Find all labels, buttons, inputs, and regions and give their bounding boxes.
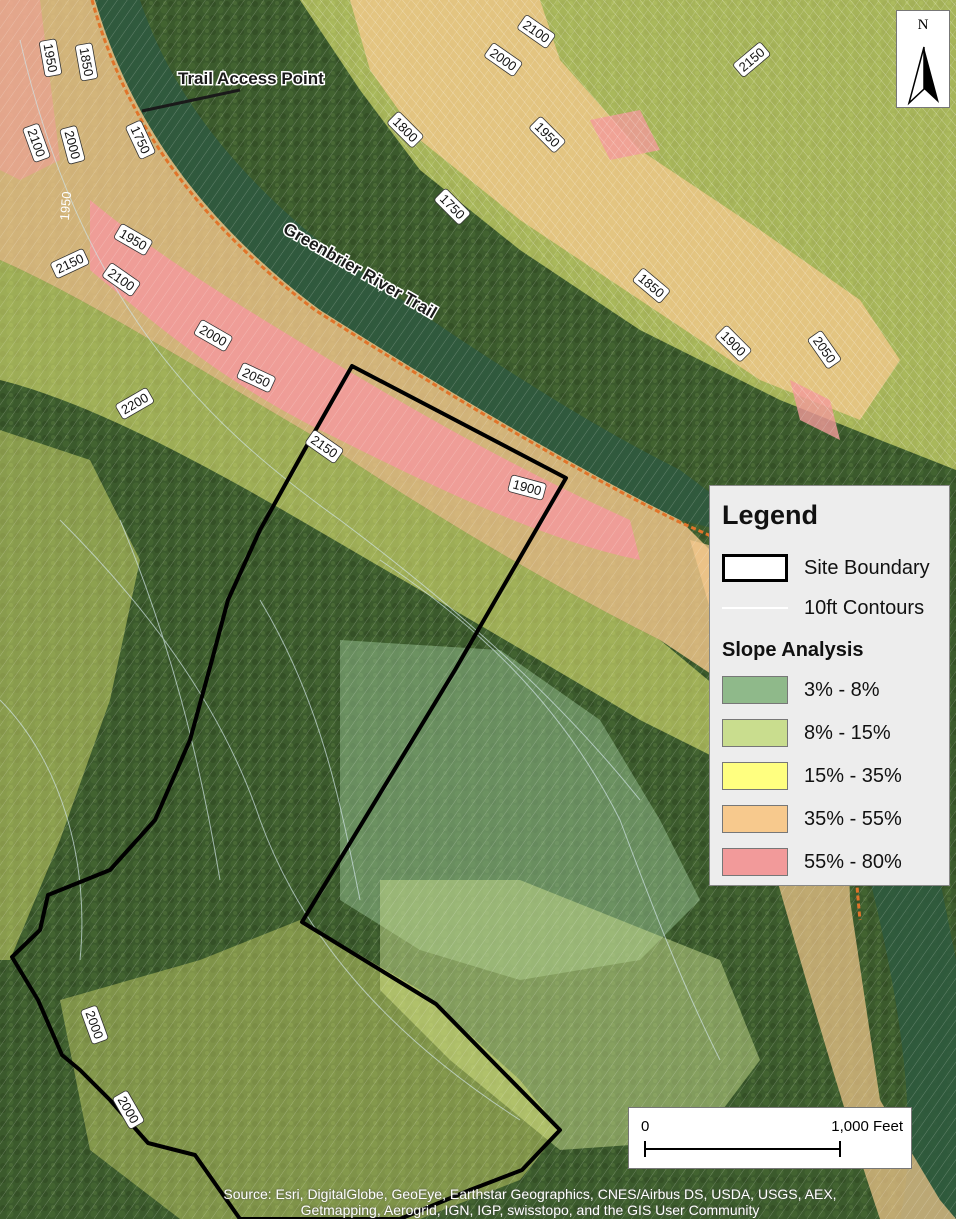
legend-label: Site Boundary <box>804 556 930 579</box>
legend-row-slope: 35% - 55% <box>722 805 902 833</box>
site-boundary <box>10 364 568 1219</box>
contour-label: 2000 <box>61 129 83 161</box>
north-arrow-icon <box>907 46 939 106</box>
north-label: N <box>917 17 929 33</box>
slope-swatch <box>722 762 788 790</box>
contour-label: 1950 <box>41 42 61 73</box>
legend-row-slope: 8% - 15% <box>722 719 891 747</box>
trail-access-label: Trail Access Point <box>178 69 324 88</box>
contour-lines <box>0 39 721 1121</box>
legend-row-site-boundary: Site Boundary <box>722 554 930 582</box>
contour-label: 1850 <box>77 46 97 77</box>
contour-label: 1950 <box>57 191 74 221</box>
legend-label: 15% - 35% <box>804 764 902 787</box>
slope-swatch <box>722 848 788 876</box>
attribution-line-1: Source: Esri, DigitalGlobe, GeoEye, Eart… <box>223 1186 837 1202</box>
attribution-text: Source: Esri, DigitalGlobe, GeoEye, Eart… <box>150 1186 910 1218</box>
legend-row-slope: 3% - 8% <box>722 676 880 704</box>
contour-swatch <box>722 594 788 622</box>
scale-bar: 0 1,000 Feet <box>628 1107 912 1169</box>
north-arrow: N <box>896 10 950 108</box>
legend-row-slope: 55% - 80% <box>722 848 902 876</box>
legend-panel: Legend Site Boundary 10ft Contours Slope… <box>709 485 950 886</box>
greenbrier-river-trail-line <box>90 0 721 542</box>
legend-label: 10ft Contours <box>804 596 925 619</box>
legend-label: 8% - 15% <box>804 721 891 744</box>
slope-swatch <box>722 805 788 833</box>
trail-access-pointer <box>141 88 241 113</box>
scale-distance-label: 1,000 Feet <box>831 1118 903 1135</box>
legend-title: Legend <box>722 500 819 530</box>
contours-texture-ne <box>300 0 956 470</box>
attribution-line-2: Getmapping, Aerogrid, IGN, IGP, swisstop… <box>300 1202 760 1218</box>
site-boundary-swatch <box>722 554 788 582</box>
scale-tick <box>644 1141 646 1157</box>
slope-analysis-title: Slope Analysis <box>722 639 864 661</box>
scale-bar-line <box>645 1148 841 1150</box>
slope-swatch <box>722 676 788 704</box>
legend-label: 55% - 80% <box>804 850 902 873</box>
contour-label: 1900 <box>511 477 543 499</box>
legend-row-slope: 15% - 35% <box>722 762 902 790</box>
legend-row-contours: 10ft Contours <box>722 594 924 622</box>
slope-swatch <box>722 719 788 747</box>
scale-tick <box>839 1141 841 1157</box>
scale-zero-label: 0 <box>641 1118 650 1135</box>
legend-label: 3% - 8% <box>804 678 880 701</box>
legend-label: 35% - 55% <box>804 807 902 830</box>
